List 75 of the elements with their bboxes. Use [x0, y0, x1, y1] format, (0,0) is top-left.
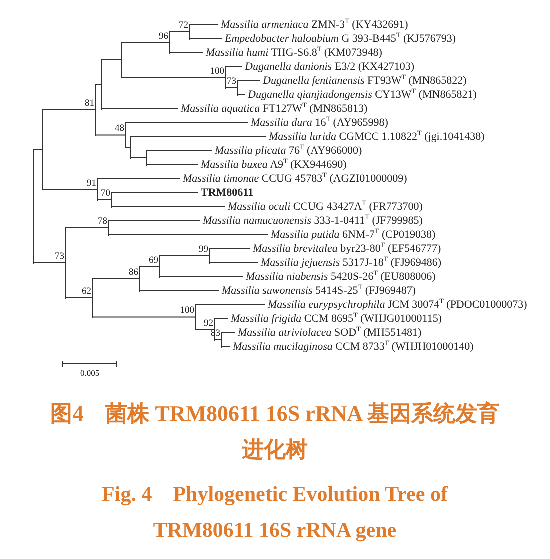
- tree-branch: [224, 66, 242, 68]
- bootstrap-value: 73: [55, 252, 64, 262]
- bootstrap-value: 100: [210, 66, 224, 76]
- taxon-label: Massilia lurida CGMCC 1.10822$^{T}$ (jgi.1041438): [269, 130, 485, 144]
- tree-branch: [42, 109, 96, 110]
- tree-branch: [120, 42, 170, 43]
- bootstrap-value: 92: [204, 318, 214, 328]
- taxon-label: Massilia putida 6NM-7$^{T}$ (CP019038): [271, 228, 436, 242]
- figure-caption: 图4 菌株 TRM80611 16S rRNA 基因系统发育进化树: [50, 400, 500, 464]
- tree-branch: [92, 316, 196, 318]
- taxon-label: Massilia brevitalea byr23-80$^{T}$ (EF546777): [253, 242, 442, 256]
- tree-branch: [32, 262, 66, 264]
- bootstrap-value: 100: [180, 306, 194, 316]
- tree-branch: [208, 262, 258, 264]
- taxon-label: Duganella danionis E3/2 (KX427103): [245, 60, 415, 74]
- bootstrap-value: 86: [129, 268, 138, 278]
- bootstrap-value: 78: [98, 217, 108, 227]
- bootstrap-value: 48: [115, 124, 124, 134]
- tree-branch: [214, 318, 228, 320]
- taxon-label: Empedobacter haloabium G 393-B445$^{T}$ (KJ576793): [225, 32, 456, 46]
- bootstrap-value: 72: [179, 21, 188, 31]
- taxon-label: Massilia timonae CCUG 45783$^{T}$ (AGZI01000009): [183, 172, 408, 186]
- tree-branch: [110, 206, 226, 208]
- bootstrap-value: 91: [87, 178, 96, 188]
- tree-branch: [120, 77, 226, 78]
- tree-branch: [108, 234, 268, 236]
- tree-branch: [108, 220, 200, 222]
- taxon-label: Massilia buxea A9$^{T}$ (KX944690): [201, 158, 347, 172]
- tree-branch: [146, 150, 212, 152]
- tree-branch: [194, 304, 266, 306]
- tree-branch: [236, 80, 260, 82]
- bootstrap-value: 73: [227, 77, 236, 87]
- tree-branch: [220, 332, 236, 334]
- taxon-label: Duganella fentianensis FT93W$^{T}$ (MN865822): [263, 74, 467, 88]
- bootstrap-value: 81: [85, 98, 94, 109]
- figure-caption: Fig. 4 Phylogenetic Evolution Tree of TRM80611 16S rRNA gene: [101, 481, 450, 544]
- tree-branch: [100, 108, 178, 110]
- taxon-label: Massilia plicata 76$^{T}$ (AY966000): [215, 144, 362, 158]
- tree-branch: [130, 136, 266, 138]
- bootstrap-value: 96: [159, 32, 168, 42]
- taxon-label: Massilia humi THG-S6.8$^{T}$ (KM073948): [206, 46, 382, 60]
- bootstrap-value: 70: [101, 189, 110, 199]
- tree-branch: [158, 276, 244, 278]
- taxon-label: Massilia armeniaca ZMN-3$^{T}$ (KY432691): [221, 18, 408, 32]
- taxon-label: Massilia jejuensis 5317J-18$^{T}$ (FJ969486): [261, 256, 442, 270]
- taxon-label: Massilia atriviolacea SOD$^{T}$ (MH551481): [238, 326, 422, 340]
- taxon-label: Massilia suwonensis 5414S-25$^{T}$ (FJ969487): [222, 284, 416, 298]
- taxon-label: Massilia oculi CCUG 43427A$^{T}$ (FR773700): [228, 200, 423, 214]
- tree-branch: [96, 178, 180, 180]
- taxon-label: Massilia niabensis 5420S-26$^{T}$ (EU808006): [246, 270, 436, 284]
- taxon-label: Massilia dura 16$^{T}$ (AY965998): [251, 116, 388, 130]
- tree-branch: [168, 52, 204, 54]
- tree-branch: [138, 290, 220, 292]
- bootstrap-value: 62: [82, 287, 92, 297]
- bootstrap-value: 69: [149, 256, 158, 266]
- tree-branch: [188, 24, 218, 26]
- taxon-label: Massilia eurypsychrophila JCM 30074$^{T}$ (PDOC01000073): [268, 298, 528, 312]
- taxon-label: Massilia aquatica FT127W$^{T}$ (MN865813): [181, 102, 368, 116]
- taxon-label: Massilia namucuonensis 333-1-0411$^{T}$ (JF799985): [203, 214, 423, 228]
- tree-branch: [146, 164, 198, 166]
- tree-branch: [124, 122, 248, 124]
- tree-branch: [138, 266, 160, 267]
- bootstrap-value: 99: [199, 245, 208, 255]
- tree-branch: [42, 189, 98, 190]
- tree-branch: [94, 134, 126, 136]
- tree-branch: [208, 248, 250, 250]
- scale-value: 0.005: [79, 368, 101, 378]
- tree-branch: [194, 329, 214, 330]
- taxon-label: Massilia mucilaginosa CCM 8733$^{T}$ (WHJH01000140): [233, 340, 474, 354]
- taxon-label: TRM80611: [201, 186, 254, 200]
- tree-branch: [110, 192, 198, 194]
- tree-branch: [92, 278, 140, 280]
- taxon-label: Massilia frigida CCM 8695$^{T}$ (WHJG01000115): [231, 312, 442, 326]
- taxon-label: Duganella qianjiadongensis CY13W$^{T}$ (MN865821): [248, 88, 477, 102]
- tree-branch: [188, 38, 222, 40]
